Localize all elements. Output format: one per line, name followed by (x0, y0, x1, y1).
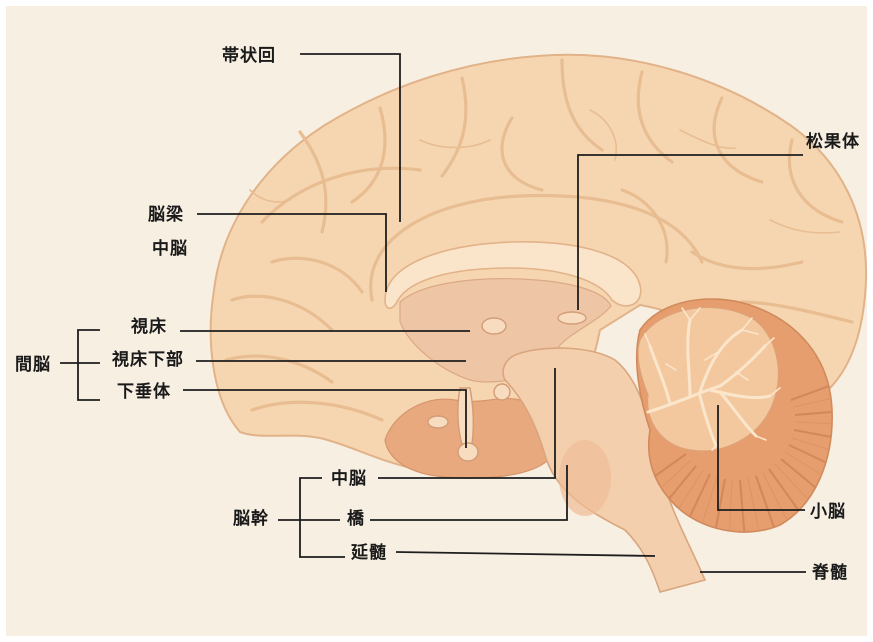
label-thalamus: 視床 (130, 316, 167, 337)
label-cerebellum: 小脳 (810, 502, 846, 522)
optic-chiasm (428, 416, 448, 428)
label-pineal-body: 松果体 (806, 131, 860, 152)
label-midbrain: 中脳 (331, 468, 367, 489)
thalamus-structure (482, 318, 506, 334)
label-brainstem: 脳幹 (233, 508, 269, 529)
mammillary-body (494, 384, 510, 400)
label-cingulate-gyrus: 帯状回 (222, 45, 276, 66)
label-pons: 橋 (347, 508, 365, 529)
label-diencephalon: 間脳 (15, 355, 51, 375)
label-spinal-cord: 脊髄 (811, 562, 848, 583)
label-midbrain-upper: 中脳 (152, 238, 188, 259)
label-corpus-callosum: 脳梁 (148, 204, 184, 225)
label-hypothalamus: 視床下部 (111, 349, 184, 370)
label-medulla: 延髄 (350, 542, 387, 563)
pineal-body-structure (558, 312, 586, 324)
label-pituitary: 下垂体 (117, 381, 171, 402)
pituitary-gland (458, 443, 478, 461)
